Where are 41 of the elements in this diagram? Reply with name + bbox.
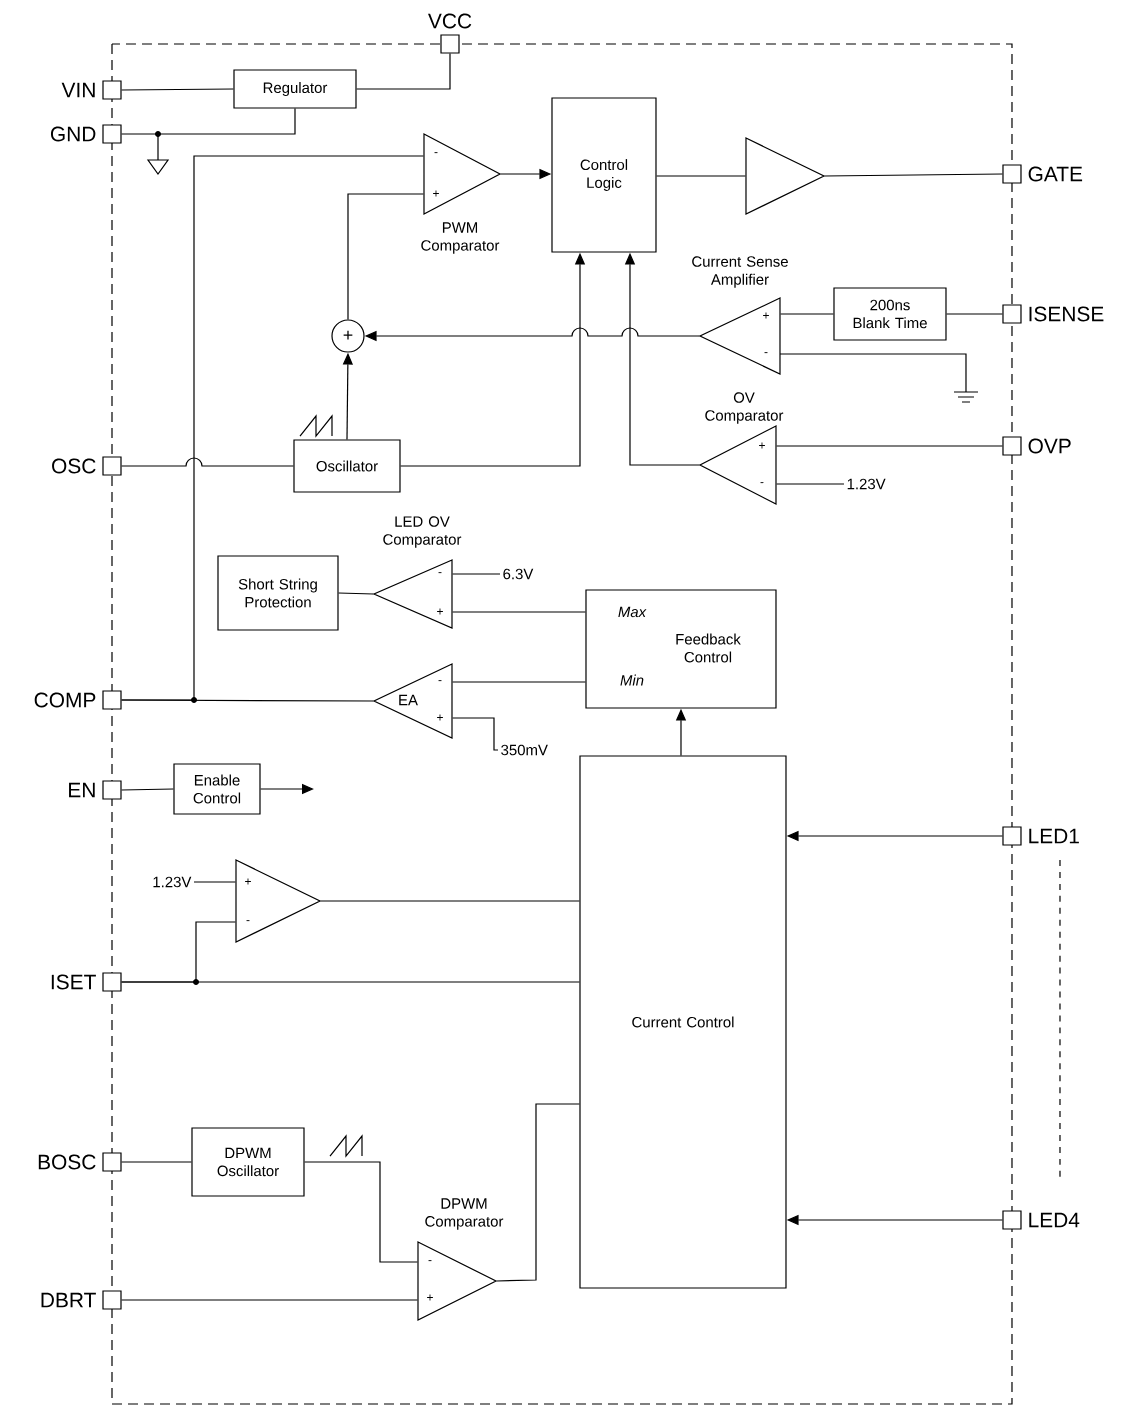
connector	[496, 1103, 580, 1282]
connector	[452, 717, 499, 751]
connector	[121, 108, 296, 135]
connector	[338, 592, 374, 595]
pin-label: ISENSE	[1029, 306, 1104, 322]
connector	[347, 193, 424, 320]
connector	[946, 313, 1003, 315]
pin-label: OSC	[52, 458, 96, 474]
pin-label: GATE	[1028, 166, 1083, 182]
pin-label: LED4	[1029, 1212, 1080, 1228]
connector	[193, 881, 236, 883]
connector	[121, 699, 374, 702]
pin-label: GND	[50, 126, 96, 142]
connector	[121, 457, 294, 467]
connector	[121, 1161, 192, 1163]
connector	[780, 313, 834, 315]
connector	[656, 175, 746, 177]
connector	[776, 445, 1003, 447]
connector	[452, 573, 501, 575]
connector	[356, 53, 451, 90]
pin-label: OVP	[1028, 438, 1071, 454]
connector	[121, 1299, 418, 1301]
connector	[824, 173, 1003, 177]
buffer-triangle	[745, 137, 826, 215]
pin-label: ISET	[51, 974, 96, 990]
connector	[304, 1161, 418, 1263]
pin-label: VCC	[428, 13, 472, 29]
connector	[452, 611, 586, 613]
pin-label: COMP	[34, 692, 96, 708]
pin-label: BOSC	[38, 1154, 96, 1170]
connector	[121, 88, 234, 91]
connector	[320, 900, 580, 902]
pin-label: DBRT	[41, 1292, 96, 1308]
connector	[121, 921, 236, 983]
summing-junction: +	[331, 319, 365, 353]
connector	[452, 681, 586, 683]
pin-label: EN	[69, 782, 95, 798]
connector	[776, 483, 845, 485]
connector	[121, 788, 174, 791]
pin-label: LED1	[1029, 828, 1079, 844]
pin-label: VIN	[61, 82, 95, 98]
